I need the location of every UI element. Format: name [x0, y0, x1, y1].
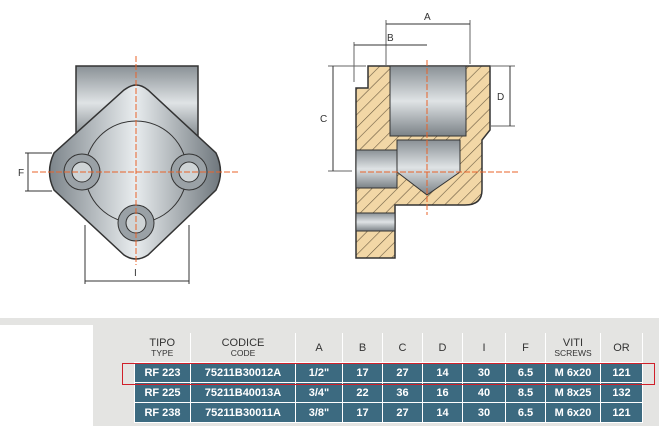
column-header: A	[295, 333, 343, 363]
table-cell: 8.5	[505, 382, 546, 403]
table-cell: 75211B30011A	[190, 402, 296, 423]
table-cell: 3/4"	[295, 382, 343, 403]
header-main: I	[482, 341, 486, 354]
table-cell: 30	[462, 362, 506, 383]
header-main: CODICE	[221, 336, 265, 349]
header-sub: SCREWS	[554, 347, 592, 358]
dim-label-c: C	[320, 114, 327, 125]
blank-panel	[0, 325, 93, 426]
column-header: C	[382, 333, 423, 363]
header-main: F	[522, 341, 529, 354]
table-cell: M 8x25	[545, 382, 601, 403]
table-cell: 27	[382, 402, 423, 423]
table-cell: 3/8"	[295, 402, 343, 423]
table-cell: 6.5	[505, 402, 546, 423]
dim-label-f: F	[18, 168, 24, 179]
header-sub: CODE	[230, 347, 256, 358]
column-header: B	[342, 333, 383, 363]
table-cell: 1/2"	[295, 362, 343, 383]
table-cell: 17	[342, 402, 383, 423]
column-header: F	[505, 333, 546, 363]
table-cell: 16	[422, 382, 463, 403]
table-cell: 75211B40013A	[190, 382, 296, 403]
table-cell: 17	[342, 362, 383, 383]
column-header: D	[422, 333, 463, 363]
table-cell: 132	[600, 382, 643, 403]
header-main: A	[315, 341, 323, 354]
technical-drawings: F I A B C D	[18, 12, 520, 284]
table-cell: 75211B30012A	[190, 362, 296, 383]
table-cell: M 6x20	[545, 402, 601, 423]
header-sub: TYPE	[151, 347, 174, 358]
column-header: OR	[600, 333, 643, 363]
table-cell: 36	[382, 382, 423, 403]
dim-label-a: A	[424, 12, 431, 23]
table-cell: 14	[422, 402, 463, 423]
table-cell: 40	[462, 382, 506, 403]
section-view: A B C D	[320, 12, 520, 259]
header-main: B	[358, 341, 367, 354]
highlighted-row-outline	[122, 363, 655, 385]
column-header: I	[462, 333, 506, 363]
header-main: C	[398, 341, 407, 354]
header-main: VITI	[562, 336, 584, 349]
front-view: F I	[18, 56, 240, 284]
table-cell: 121	[600, 402, 643, 423]
header-main: D	[438, 341, 447, 354]
table-cell: 22	[342, 382, 383, 403]
table-cell: RF 238	[134, 402, 191, 423]
table-cell: 121	[600, 362, 643, 383]
dim-label-i: I	[134, 268, 137, 279]
dim-label-d: D	[497, 92, 504, 103]
header-main: TIPO	[149, 336, 176, 349]
table-cell: 30	[462, 402, 506, 423]
dim-label-b: B	[387, 33, 394, 44]
table-cell: RF 225	[134, 382, 191, 403]
header-main: OR	[613, 341, 630, 354]
